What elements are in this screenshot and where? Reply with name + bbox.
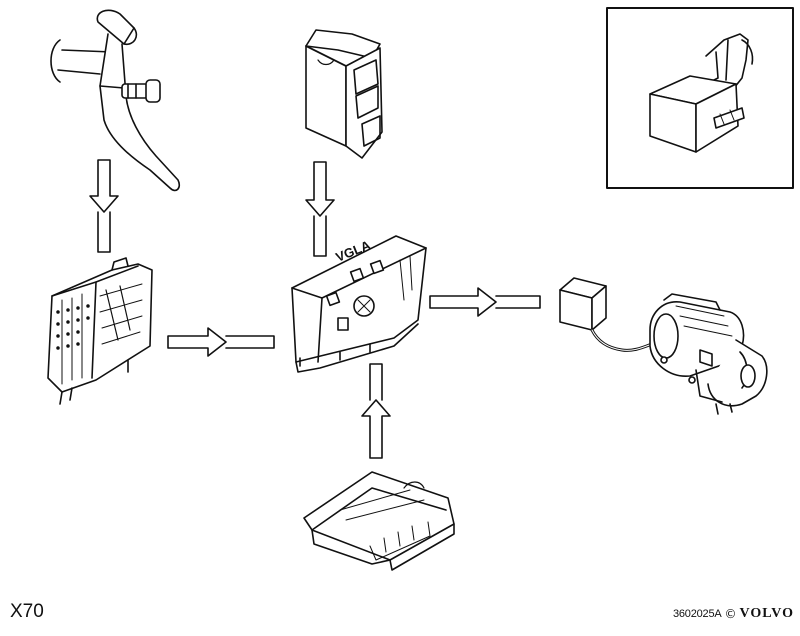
relay-icon — [559, 277, 654, 352]
flow-arrow-ecm-to-cem — [167, 327, 275, 357]
cem-icon — [291, 235, 427, 373]
flow-arrow-relay-to-cem — [305, 161, 335, 257]
inset-frame — [606, 7, 794, 189]
reference-code: 3602025A — [672, 608, 722, 620]
pedal-icon — [50, 9, 181, 192]
brand-logo: VOLVO — [739, 606, 794, 621]
flow-arrow-pedal-to-ecm — [89, 159, 119, 253]
srs-module-icon — [303, 471, 455, 571]
bracket-relay-icon — [649, 33, 754, 153]
copyright-mark: © — [724, 607, 737, 621]
flow-arrow-cem-to-starter — [429, 287, 541, 317]
model-label: X70 — [10, 601, 44, 622]
relay-icon — [305, 29, 383, 159]
flow-arrow-airbag-to-cem — [361, 363, 391, 459]
reference-block: 3602025A © VOLVO — [673, 604, 794, 624]
starter-motor-icon — [649, 293, 768, 415]
control-module-icon — [47, 257, 153, 405]
